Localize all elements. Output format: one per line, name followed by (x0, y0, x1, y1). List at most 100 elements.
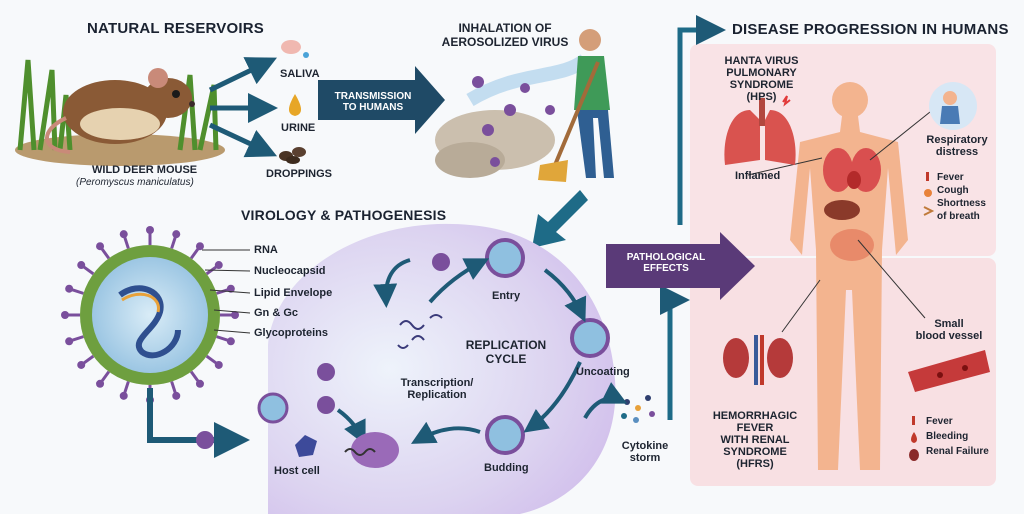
vessel-line1: Small (934, 318, 964, 330)
arrow-to-saliva (208, 57, 278, 93)
small-vessel-label: Small blood vessel (902, 318, 996, 342)
spike-stem (71, 288, 84, 295)
urine-icon (288, 94, 302, 116)
animal-name: WILD DEER MOUSE (92, 164, 198, 176)
cytokine-label: Cytokine storm (613, 440, 677, 464)
spike-stem (189, 247, 200, 260)
resp-line2: distress (935, 146, 979, 158)
breath-icon (923, 206, 935, 216)
hps-line1: HANTA VIRUS (724, 55, 799, 67)
spike-stem (71, 335, 84, 342)
symptom-of-breath: of breath (937, 211, 980, 222)
urine-label: URINE (281, 122, 316, 134)
respiratory-distress-label: Respiratory distress (920, 134, 994, 158)
symptom-cough: Cough (937, 185, 969, 196)
label-glycoproteins: Glycoproteins (254, 327, 328, 339)
inhalation-line1: INHALATION OF (458, 21, 552, 35)
droppings-icon (279, 147, 306, 164)
spike-stem (82, 354, 95, 365)
uncoating-virion-icon (570, 318, 610, 358)
saliva-label: SALIVA (280, 68, 320, 80)
virion-leader-lines (202, 249, 251, 334)
budding-virion-icon (485, 415, 525, 455)
hfrs-symptom-list: Fever Bleeding Renal Failure (926, 414, 989, 459)
spike-head (226, 337, 235, 346)
cough-icon (924, 189, 932, 197)
symptom-fever: Fever (937, 172, 964, 183)
cytokine-line1: Cytokine (621, 440, 669, 452)
rna-fragments-icon (397, 314, 443, 349)
spike-head (226, 284, 235, 293)
hantavirus-virion-illustration (80, 245, 220, 385)
hfrs-line4: SYNDROME (723, 446, 787, 458)
spike-head (146, 226, 154, 234)
host-cell-label: Host cell (274, 465, 320, 477)
person-sweeping-illustration (538, 29, 614, 182)
cytokine-dots-icon (621, 395, 655, 423)
pathological-effects-arrow (606, 232, 755, 300)
spike-head (119, 391, 128, 400)
bleeding-icon (911, 432, 917, 443)
symptom-shortness: Shortness (937, 198, 986, 209)
transcription-line2: Replication (407, 389, 467, 401)
arrow-to-disease-progression (677, 15, 726, 225)
animal-latin-name: (Peromyscus maniculatus) (76, 177, 194, 188)
replication-cycle-arrows (336, 258, 587, 446)
virology-title: VIROLOGY & PATHOGENESIS (241, 207, 447, 223)
arrow-cytokine-to-disease (660, 285, 690, 420)
spike-head (172, 230, 181, 239)
arrow-to-droppings (208, 122, 278, 158)
spike-head (214, 261, 223, 270)
label-nucleocapsid: Nucleocapsid (254, 265, 326, 277)
arrow-to-cytokine (583, 382, 628, 420)
symptom-renal-failure: Renal Failure (926, 446, 989, 457)
hfrs-panel (690, 258, 996, 486)
inhalation-line2: AEROSOLIZED VIRUS (441, 35, 569, 49)
thermometer-icon-hfrs (912, 416, 915, 425)
effects-line2: EFFECTS (643, 263, 689, 274)
hps-title: HANTA VIRUS PULMONARY SYNDROME (HPS) (694, 55, 829, 103)
spike-head (61, 311, 69, 319)
spike-stem (100, 370, 111, 383)
spike-head (96, 379, 105, 388)
blood-vessel-icon (908, 350, 990, 392)
respiratory-distress-icon (929, 82, 977, 130)
saliva-icon (281, 40, 309, 58)
kidneys-icon (723, 335, 793, 385)
hfrs-line1: HEMORRHAGIC (712, 410, 798, 422)
label-lipid-envelope: Lipid Envelope (254, 287, 333, 299)
spike-stem (205, 354, 218, 365)
hps-symptom-list: Fever Cough Shortness of breath (937, 171, 986, 223)
spike-stem (123, 236, 130, 249)
hfrs-line3: WITH RENAL (720, 434, 790, 446)
spike-stem (216, 335, 229, 342)
spike-head (195, 242, 204, 251)
spike-stem (216, 288, 229, 295)
spike-stem (189, 370, 200, 383)
transmission-arrow-text: TRANSMISSION TO HUMANS (326, 91, 420, 113)
inhalation-caption: INHALATION OF AEROSOLIZED VIRUS (430, 21, 580, 49)
symptom-bleeding: Bleeding (926, 431, 969, 442)
effects-line1: PATHOLOGICAL (626, 252, 706, 263)
hfrs-line2: FEVER (736, 422, 774, 434)
hfrs-title: HEMORRHAGIC FEVER WITH RENAL SYNDROME (H… (700, 410, 810, 470)
uncoating-label: Uncoating (576, 366, 630, 378)
human-body-illustration (747, 82, 936, 470)
transcription-label: Transcription/ Replication (388, 377, 486, 401)
spike-head (231, 311, 239, 319)
hps-line2: PULMONARY SYNDROME (726, 67, 797, 91)
spike-stem (82, 265, 95, 276)
arrow-inhalation-to-cycle (532, 190, 588, 248)
spike-stem (123, 381, 130, 394)
transmission-line2: TO HUMANS (342, 102, 404, 113)
glycoprotein-spikes (61, 226, 239, 404)
host-cell-nucleus-icon (295, 435, 317, 457)
transcription-line1: Transcription/ (400, 377, 474, 389)
deer-mouse-illustration (15, 59, 225, 166)
renal-failure-icon (909, 449, 919, 461)
cycle-line1: REPLICATION (465, 338, 547, 352)
dust-cloud-illustration (435, 54, 590, 178)
inflamed-lungs-icon (724, 95, 796, 165)
